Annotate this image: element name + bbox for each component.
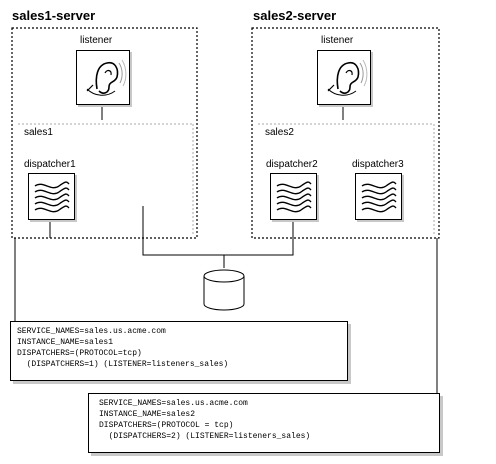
ear-icon (76, 50, 130, 105)
param-line: SERVICE_NAMES=sales.us.acme.com (99, 399, 248, 408)
sales2-instance-frame (258, 123, 435, 234)
dispatcher-label: dispatcher1 (24, 159, 76, 170)
param-line: SERVICE_NAMES=sales.us.acme.com (17, 327, 166, 336)
sales2-server-frame (251, 27, 440, 239)
param-line: DISPATCHERS=(PROTOCOL=tcp) (17, 349, 142, 358)
listener-label: listener (321, 35, 354, 46)
dispatcher-label: dispatcher3 (352, 159, 404, 170)
wave-lines-icon (270, 173, 317, 220)
listener-label: listener (80, 35, 113, 46)
server-title-sales2: sales2-server (253, 8, 337, 23)
sales1-instance-frame (18, 123, 194, 234)
dispatcher-label: dispatcher2 (266, 159, 318, 170)
param-line: (DISPATCHERS=2) (LISTENER=listeners_sale… (99, 432, 311, 441)
ear-icon (317, 50, 371, 105)
wave-lines-icon (355, 173, 402, 220)
database-cylinder-icon (203, 269, 245, 311)
init-params-sales1: SERVICE_NAMES=sales.us.acme.com INSTANCE… (10, 321, 348, 381)
sales1-server-frame (11, 27, 198, 239)
instance-label-sales1: sales1 (24, 127, 53, 138)
param-line: (DISPATCHERS=1) (LISTENER=listeners_sale… (17, 360, 229, 369)
server-title-sales1: sales1-server (12, 8, 96, 23)
param-line: INSTANCE_NAME=sales1 (17, 338, 114, 347)
param-line: DISPATCHERS=(PROTOCOL = tcp) (99, 421, 234, 430)
instance-label-sales2: sales2 (265, 127, 294, 138)
db-connector (142, 206, 294, 256)
wave-lines-icon (28, 173, 75, 220)
init-params-sales2: SERVICE_NAMES=sales.us.acme.com INSTANCE… (88, 393, 440, 453)
param-line: INSTANCE_NAME=sales2 (99, 410, 196, 419)
